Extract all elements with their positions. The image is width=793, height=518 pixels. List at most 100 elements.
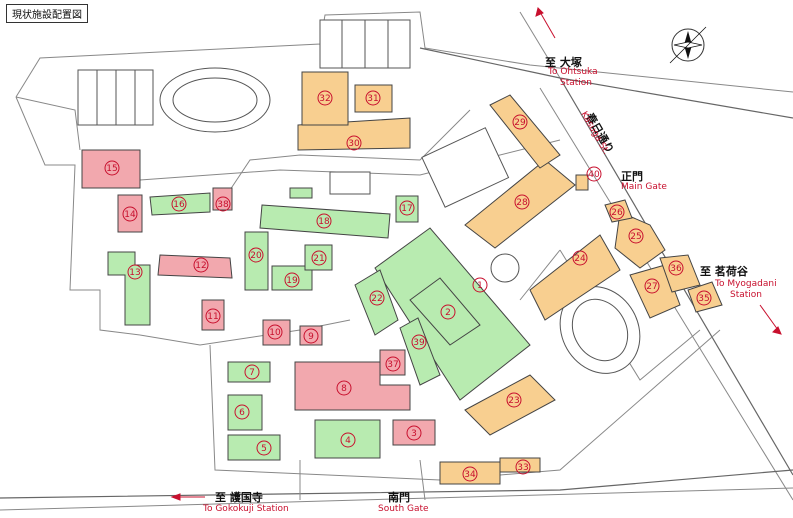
pool xyxy=(329,171,371,195)
building-22 xyxy=(354,269,399,336)
building-22-ring xyxy=(369,290,385,306)
arrow-head-ohtsuka xyxy=(535,7,544,17)
building-12-label: 12 xyxy=(195,261,206,271)
building-17-label: 17 xyxy=(401,204,412,214)
building-35-ring xyxy=(696,290,712,306)
tennis-courts-east xyxy=(421,127,510,208)
building-33-ring xyxy=(515,459,531,475)
building-4-ring xyxy=(340,432,356,448)
building-9-ring xyxy=(303,328,319,344)
building-19-label: 19 xyxy=(286,276,298,286)
building-12-ring xyxy=(193,257,209,273)
building-39 xyxy=(399,317,441,386)
building-11 xyxy=(201,299,225,331)
main-gate-jp-label: 正門 xyxy=(621,170,643,183)
building-13-label: 13 xyxy=(129,268,140,278)
building-31-label: 31 xyxy=(367,94,378,104)
building-21-ring xyxy=(311,250,327,266)
building-21 xyxy=(304,244,333,271)
building-38-label: 38 xyxy=(217,200,229,210)
building-27-ring xyxy=(644,278,660,294)
building-23-label: 23 xyxy=(508,396,519,406)
building-5-label: 5 xyxy=(261,444,267,454)
building-14-label: 14 xyxy=(124,210,136,220)
building-17-ring xyxy=(399,200,415,216)
building-32-label: 32 xyxy=(319,94,330,104)
map-title: 現状施設配置図 xyxy=(6,4,88,23)
ohtsuka-en-label-1: To Ohtsuka xyxy=(548,67,598,77)
building-30-ring xyxy=(346,135,362,151)
building-23 xyxy=(464,374,556,436)
building-7-label: 7 xyxy=(249,368,255,378)
building-11-ring xyxy=(205,308,221,324)
building-25-ring xyxy=(628,228,644,244)
building-6 xyxy=(227,394,263,431)
building-4 xyxy=(314,419,381,459)
building-35 xyxy=(687,281,723,313)
myogadani-en-label-2: Station xyxy=(730,290,762,300)
building-6-ring xyxy=(234,404,250,420)
building-15-ring xyxy=(104,160,120,176)
building-28-ring xyxy=(514,194,530,210)
building-15-label: 15 xyxy=(106,164,117,174)
building-38 xyxy=(212,187,233,211)
building-32-ring xyxy=(317,90,333,106)
building-7-ring xyxy=(244,364,260,380)
main-gate-en-label: Main Gate xyxy=(621,182,667,192)
building-37-label: 37 xyxy=(387,360,398,370)
building-36-ring xyxy=(668,260,684,276)
building-25 xyxy=(614,211,666,269)
building-31-ring xyxy=(365,90,381,106)
building-32 xyxy=(301,71,349,126)
building-10-ring xyxy=(267,324,283,340)
building-26-ring xyxy=(609,204,625,220)
building-34 xyxy=(439,461,501,485)
building-30 xyxy=(297,117,411,151)
building-37-ring xyxy=(385,356,401,372)
building-18 xyxy=(259,204,391,239)
building-20 xyxy=(244,231,269,291)
sports-fields xyxy=(77,19,641,374)
building-20-label: 20 xyxy=(250,251,262,261)
building-10 xyxy=(262,319,291,346)
myogadani-en-label-1: To Myogadani xyxy=(715,279,777,289)
building-29-ring xyxy=(512,114,528,130)
building-29 xyxy=(489,94,561,169)
building-28-label: 28 xyxy=(516,198,528,208)
building-21-label: 21 xyxy=(313,254,324,264)
building-30-label: 30 xyxy=(348,139,360,149)
building-27-label: 27 xyxy=(646,282,657,292)
roundabout xyxy=(490,253,520,283)
building-24 xyxy=(529,234,621,321)
building-34-label: 34 xyxy=(464,470,476,480)
building-10-label: 10 xyxy=(269,328,281,338)
arrow-to-myogadani xyxy=(759,304,779,331)
building-8-label: 8 xyxy=(341,384,347,394)
building-13-ring xyxy=(127,264,143,280)
ohtsuka-jp-label: 至 大塚 xyxy=(545,56,582,69)
gokokuji-en-label: To Gokokuji Station xyxy=(203,504,289,514)
building-39-ring xyxy=(411,334,427,350)
building-7 xyxy=(227,361,271,383)
building-18-label: 18 xyxy=(318,217,330,227)
building-25-label: 25 xyxy=(630,232,641,242)
building-1-ring xyxy=(472,277,488,293)
building-5-ring xyxy=(256,440,272,456)
building-40-label: 40 xyxy=(588,170,600,180)
building-33-label: 33 xyxy=(517,463,528,473)
building-16-label: 16 xyxy=(173,200,185,210)
south-gate-jp-label: 南門 xyxy=(388,491,410,504)
building-3 xyxy=(392,419,436,446)
building-16-ring xyxy=(171,196,187,212)
arrow-head-myogadani xyxy=(772,326,782,335)
building-2 xyxy=(409,277,481,346)
building-36-label: 36 xyxy=(670,264,682,274)
building-39-label: 39 xyxy=(413,338,425,348)
building-24-ring xyxy=(572,250,588,266)
building-6-label: 6 xyxy=(239,408,245,418)
building-18-ring xyxy=(316,213,332,229)
arrow-head-gokokuji xyxy=(170,493,181,501)
